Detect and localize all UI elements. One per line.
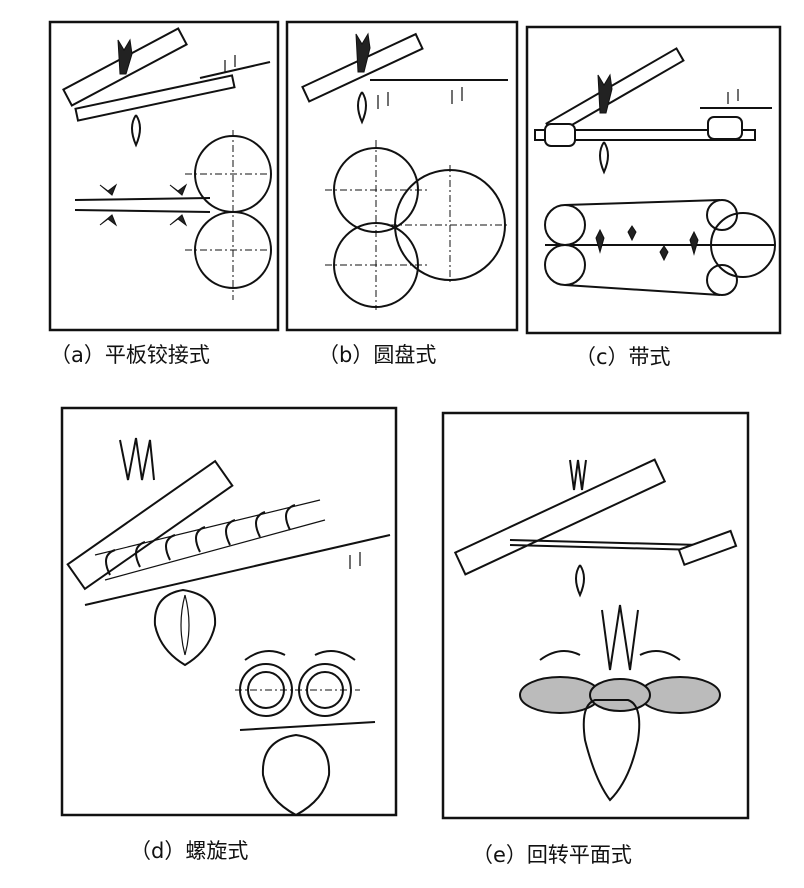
caption-a: （a）平板铰接式 (50, 343, 210, 367)
panel-c-belt (525, 25, 782, 335)
caption-b: （b）圆盘式 (318, 343, 436, 367)
panel-d-screw (60, 406, 398, 817)
panel-a-hinged-plate (48, 20, 280, 332)
caption-d: （d）螺旋式 (130, 839, 248, 863)
caption-e: （e）回转平面式 (472, 843, 632, 867)
panel-e-rotary-plane (441, 411, 750, 820)
panel-b-disc (285, 20, 519, 332)
caption-c: （c）带式 (575, 345, 671, 369)
screw-coils (105, 504, 296, 576)
